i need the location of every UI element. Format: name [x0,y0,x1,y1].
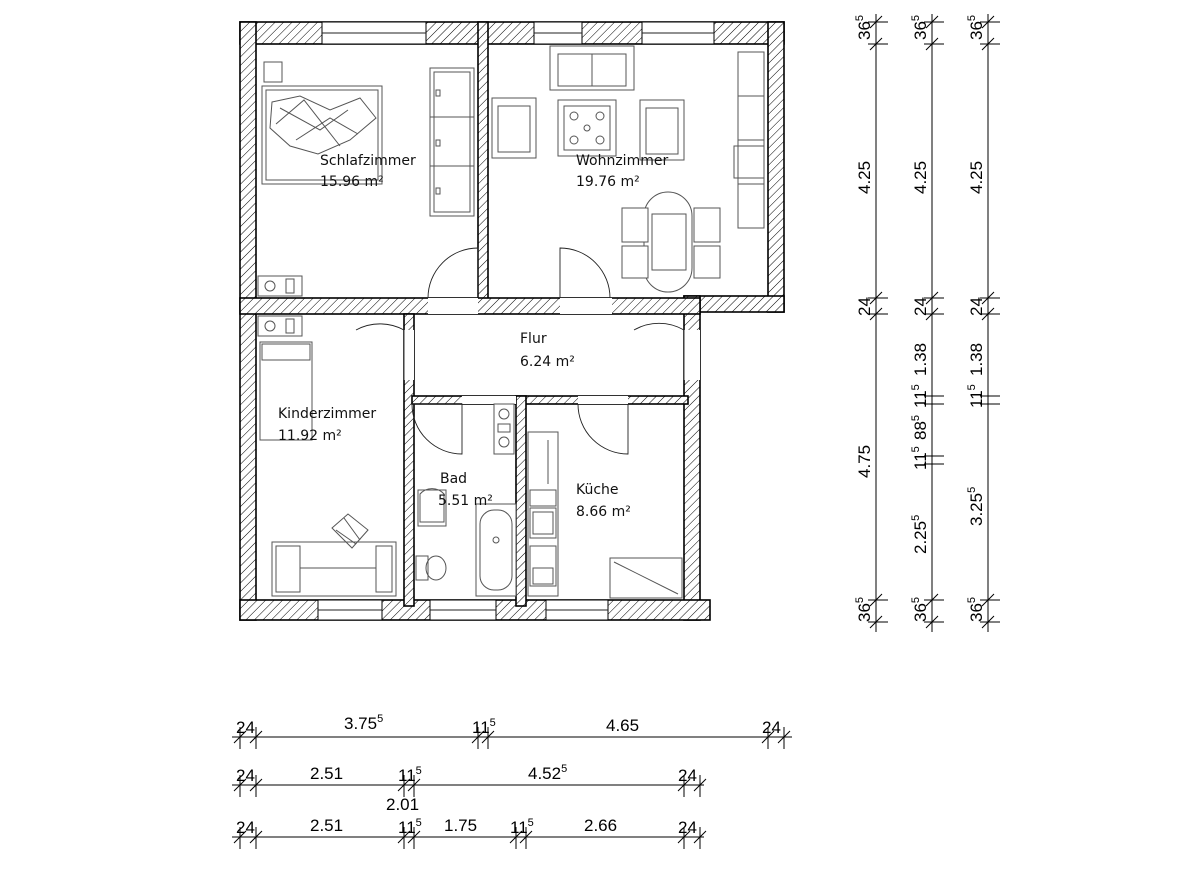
hdim-row2-2: 115 [398,765,422,785]
desk [271,513,397,597]
hdim-row1-0: 24 [236,718,255,737]
toilet [415,555,447,581]
outer-wall-left [239,21,257,621]
room-name-flur: Flur [520,331,547,347]
sofa [549,45,635,91]
wardrobe [429,67,475,217]
hdim-row3-4: 115 [510,817,534,837]
vdim-col3-6: 365 [966,597,986,622]
vdim-col2-8: 365 [910,597,930,622]
outer-wall-right-upper [767,21,785,313]
heater-kinder [257,315,303,337]
room-area-wohnzimmer: 19.76 m² [576,174,640,190]
hdim-row1-3: 4.65 [606,716,639,735]
room-name-kinderzimmer: Kinderzimmer [278,406,376,422]
vdim-col1-4: 365 [854,597,874,622]
wall-kinder-flur [403,313,415,607]
vdim-col3-2: 24 [967,297,986,316]
vdim-col1-2: 24 [855,297,874,316]
dining-table [621,191,721,293]
wall-bad-kueche [515,395,527,607]
furniture [257,45,765,599]
vdim-col2-6: 115 [910,446,930,470]
vdim-col2-3: 1.38 [911,343,930,376]
armchair-right [639,99,685,161]
vdim-col2-1: 4.25 [911,161,930,194]
hdim-row1-4: 24 [762,718,781,737]
hdim-row3-6: 24 [678,818,697,837]
windows [317,21,715,621]
hdim-row3-5: 2.66 [584,816,617,835]
door-swings [355,247,685,455]
vdim-col2-2: 24 [911,297,930,316]
horizontal-dimensions: 24 3.755 115 4.65 24 24 2.51 115 4.525 2… [232,713,792,849]
room-area-kinderzimmer: 11.92 m² [278,428,342,444]
shelf-wohnzimmer [733,51,765,229]
single-bed [259,341,313,441]
hdim-row1-1: 3.755 [344,713,383,733]
hdim-row3-1: 2.51 [310,816,343,835]
wall-schlaf-wohn [477,21,489,307]
room-area-flur: 6.24 m² [520,354,575,370]
heater-bad [493,403,515,455]
vdim-col3-5: 3.255 [966,487,986,526]
vertical-dimensions: 365 4.25 24 4.75 365 365 4.25 24 1. [854,14,1000,632]
hdim-row3-3: 1.75 [444,816,477,835]
hdim-row2-3: 4.525 [528,763,567,783]
vdim-col3-3: 1.38 [967,343,986,376]
kitchen-counter [527,431,559,597]
vdim-col2-5: 885 [910,415,930,440]
room-name-wohnzimmer: Wohnzimmer [576,153,668,169]
hdim-row1-2: 115 [472,717,496,737]
hdim-row3-0: 24 [236,818,255,837]
kitchen-table [609,557,683,599]
room-area-bad: 5.51 m² [438,493,493,509]
vdim-col1-1: 4.25 [855,161,874,194]
hdim-row3-2: 115 [398,817,422,837]
vdim-col3-0: 365 [966,15,986,40]
vdim-col2-4: 115 [910,384,930,408]
armchair-left [491,97,537,159]
heater-schlaf [257,275,303,297]
hdim-row2-1: 2.51 [310,764,343,783]
room-area-schlafzimmer: 15.96 m² [320,174,384,190]
room-name-schlafzimmer: Schlafzimmer [320,153,416,169]
double-bed [261,61,383,185]
vdim-col2-7: 2.255 [910,515,930,554]
room-name-kueche: Küche [576,482,619,498]
coffee-table [557,99,617,157]
hdim-row2-extra: 2.01 [386,795,419,814]
bathtub [475,503,517,597]
wall-flur-bad [411,395,689,405]
vdim-col3-1: 4.25 [967,161,986,194]
vdim-col1-3: 4.75 [855,445,874,478]
hdim-row2-4: 24 [678,766,697,785]
room-name-bad: Bad [440,471,467,487]
sink-bad [417,488,447,527]
hdim-row2-0: 24 [236,766,255,785]
vdim-col1-0: 365 [854,15,874,40]
room-labels: Schlafzimmer 15.96 m² Wohnzimmer 19.76 m… [278,153,668,520]
vdim-col3-4: 115 [966,384,986,408]
room-area-kueche: 8.66 m² [576,504,631,520]
vdim-col2-0: 365 [910,15,930,40]
